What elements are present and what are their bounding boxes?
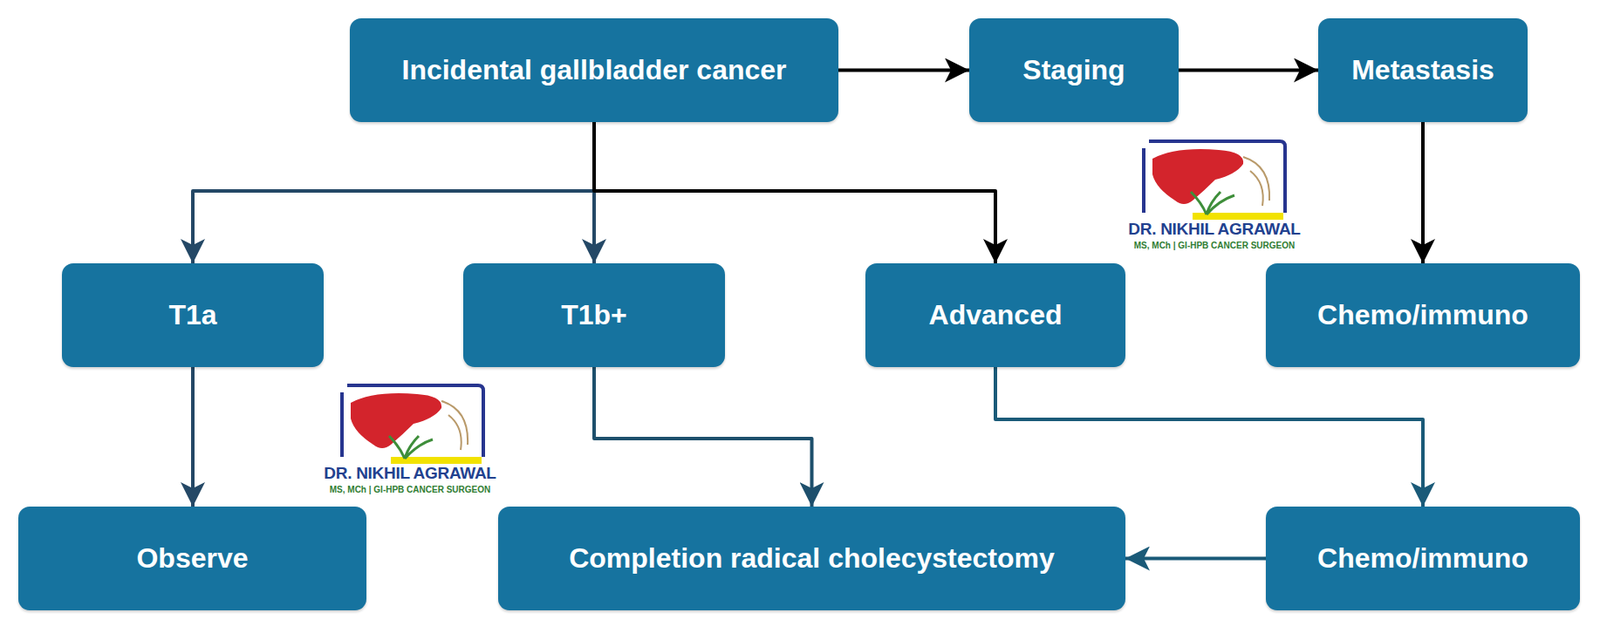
watermark-subtitle: MS, MCh | GI-HPB CANCER SURGEON bbox=[1134, 240, 1295, 251]
flow-arrow bbox=[594, 122, 996, 264]
outcome-box: Observe bbox=[18, 506, 367, 611]
node-label: Completion radical cholecystectomy bbox=[560, 542, 1064, 575]
stage-box: T1a bbox=[61, 263, 324, 368]
treatment-box: Chemo/immuno bbox=[1265, 263, 1580, 368]
node-label: Staging bbox=[1013, 54, 1134, 87]
node-label: Advanced bbox=[920, 299, 1072, 332]
watermark-subtitle: MS, MCh | GI-HPB CANCER SURGEON bbox=[329, 485, 491, 495]
stage-box: Advanced bbox=[865, 263, 1126, 368]
logo-mark bbox=[1143, 141, 1286, 220]
watermark-name: DR. NIKHIL AGRAWAL bbox=[1128, 219, 1300, 240]
node-label: Incidental gallbladder cancer bbox=[392, 54, 795, 87]
flow-arrow bbox=[192, 122, 595, 264]
node-label: Chemo/immuno bbox=[1308, 299, 1538, 332]
node-label: Chemo/immuno bbox=[1308, 542, 1538, 575]
flow-arrow bbox=[191, 367, 195, 507]
process-box: Metastasis bbox=[1318, 18, 1528, 123]
process-box: Staging bbox=[969, 18, 1179, 123]
flow-arrow bbox=[1125, 557, 1266, 561]
treatment-box: Chemo/immuno bbox=[1265, 506, 1580, 611]
node-label: T1a bbox=[159, 299, 226, 332]
logo-mark bbox=[341, 385, 484, 465]
flow-arrow bbox=[995, 367, 1423, 507]
watermark-name: DR. NIKHIL AGRAWAL bbox=[323, 464, 496, 484]
stage-box: T1b+ bbox=[463, 263, 725, 368]
outcome-box: Completion radical cholecystectomy bbox=[498, 506, 1126, 611]
node-label: T1b+ bbox=[552, 299, 636, 332]
flow-arrow bbox=[1178, 68, 1319, 73]
node-label: Metastasis bbox=[1342, 54, 1504, 87]
node-label: Observe bbox=[127, 542, 257, 575]
flow-arrow bbox=[594, 367, 813, 507]
flow-arrow bbox=[838, 68, 970, 73]
flow-arrow bbox=[1421, 122, 1425, 264]
start-box: Incidental gallbladder cancer bbox=[349, 18, 839, 123]
